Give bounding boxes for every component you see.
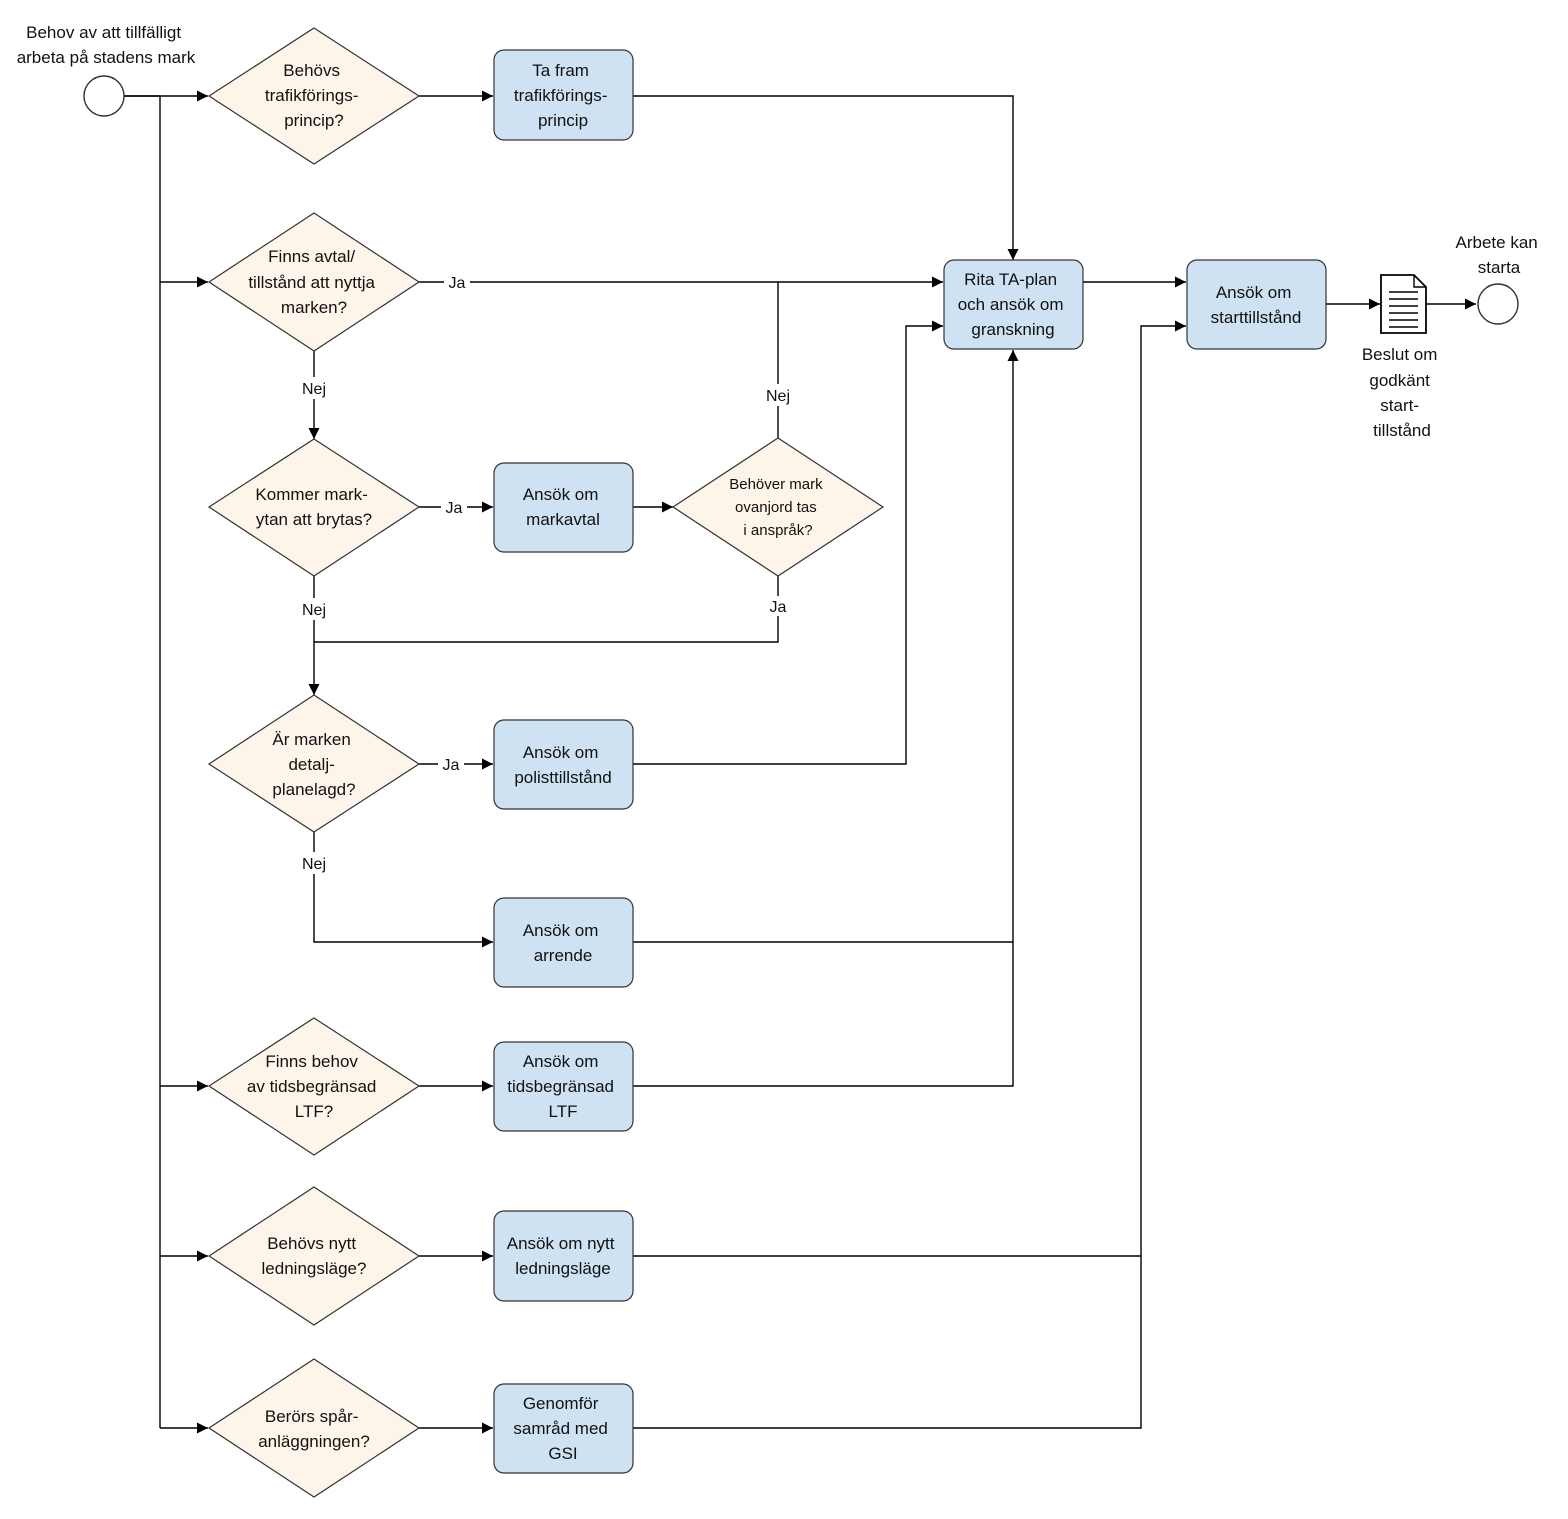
task-rita-ta-plan: Rita TA-plan och ansök om granskning [943,259,1084,350]
task-genomfor-samrad-gsi: Genomför samråd med GSI [493,1383,634,1474]
edge-label-g5-no: Nej [302,856,326,873]
gateway-label: Finns behov av tidsbegränsad LTF? [247,1052,381,1121]
task-ansok-arrende: Ansök om arrende [493,897,634,988]
gateway-label: Berörs spår- anläggningen? [258,1407,370,1451]
task-ansok-polisttillstand: Ansök om polisttillstånd [493,719,634,810]
flow-t1-t8 [633,95,1019,260]
gateway-nytt-ledningslage: Behövs nytt ledningsläge? [207,1186,421,1326]
start-event-label: Behov av att tillfälligt arbeta på stade… [17,23,196,67]
gateway-mark-ovanjord: Behöver mark ovanjord tas i anspråk? [671,437,885,577]
task-label: Ansök om arrende [523,921,603,965]
end-event-circle [1477,283,1519,325]
flow-t7-t9 [633,320,1186,1429]
flow-t3-t8 [633,320,943,765]
edge-label-g2-no: Nej [302,381,326,398]
task-label: Ansök om markavtal [523,485,603,529]
task-ansok-nytt-ledningslage: Ansök om nytt ledningsläge [493,1210,634,1302]
gateway-label: Finns avtal/ tillstånd att nyttja marken… [248,247,379,317]
start-event: Behov av att tillfälligt arbeta på stade… [17,23,196,117]
task-ansok-starttillstand: Ansök om starttillstånd [1186,259,1327,350]
gateway-label: Behöver mark ovanjord tas i anspråk? [729,476,827,539]
edge-label-g3-yes: Ja [446,500,463,517]
document-icon [1380,274,1427,334]
gateway-label: Behövs nytt ledningsläge? [262,1234,367,1278]
task-ansok-tidsbegransad-ltf: Ansök om tidsbegränsad LTF [493,1041,634,1132]
gateway-label: Behövs trafikförings- princip? [265,61,363,130]
end-event: Arbete kan starta [1456,233,1543,325]
document-label: Beslut om godkänt start- tillstånd [1362,345,1442,440]
task-label: Ansök om starttillstånd [1211,283,1302,327]
flow-t5-t8 [633,350,1019,1087]
gateway-avtal-tillstand: Finns avtal/ tillstånd att nyttja marken… [207,212,421,352]
edge-label-g4-yes: Ja [770,599,787,616]
edge-label-g3-no: Nej [302,602,326,619]
task-ansok-markavtal: Ansök om markavtal [493,462,634,553]
gateway-label: Är marken detalj- planelagd? [272,730,355,799]
flow-g5-no-t4 [313,832,493,948]
gateway-trafikforingsprincip: Behövs trafikförings- princip? [207,27,421,165]
sequence-flows [124,90,1476,1434]
task-label: Ta fram trafikförings- princip [514,61,612,130]
task-ta-fram-trafikforingsprincip: Ta fram trafikförings- princip [493,49,634,141]
task-label: Genomför samråd med GSI [513,1394,612,1463]
edge-label-g5-yes: Ja [443,757,460,774]
flow-g4-yes-g5 [314,576,779,643]
edge-label-g2-yes: Ja [449,275,466,292]
gateway-label: Kommer mark- ytan att brytas? [255,485,372,529]
task-label: Ansök om tidsbegränsad LTF [507,1052,619,1121]
edge-label-g4-no: Nej [766,388,790,405]
flow-trunk [124,95,161,1428]
start-event-circle [83,75,125,117]
end-event-label: Arbete kan starta [1456,233,1543,277]
task-label: Ansök om polisttillstånd [514,743,611,787]
gateway-markytan-brytas: Kommer mark- ytan att brytas? [207,438,421,577]
gateway-tidsbegransad-ltf: Finns behov av tidsbegränsad LTF? [207,1017,421,1156]
gateway-detaljplanelagd: Är marken detalj- planelagd? [207,694,421,833]
task-label: Rita TA-plan och ansök om granskning [958,270,1069,339]
edge-labels: Ja Nej Ja Nej Nej Ja Ja Nej [296,272,797,874]
task-label: Ansök om nytt ledningsläge [507,1234,619,1278]
gateway-sparanlaggningen: Berörs spår- anläggningen? [207,1358,421,1498]
